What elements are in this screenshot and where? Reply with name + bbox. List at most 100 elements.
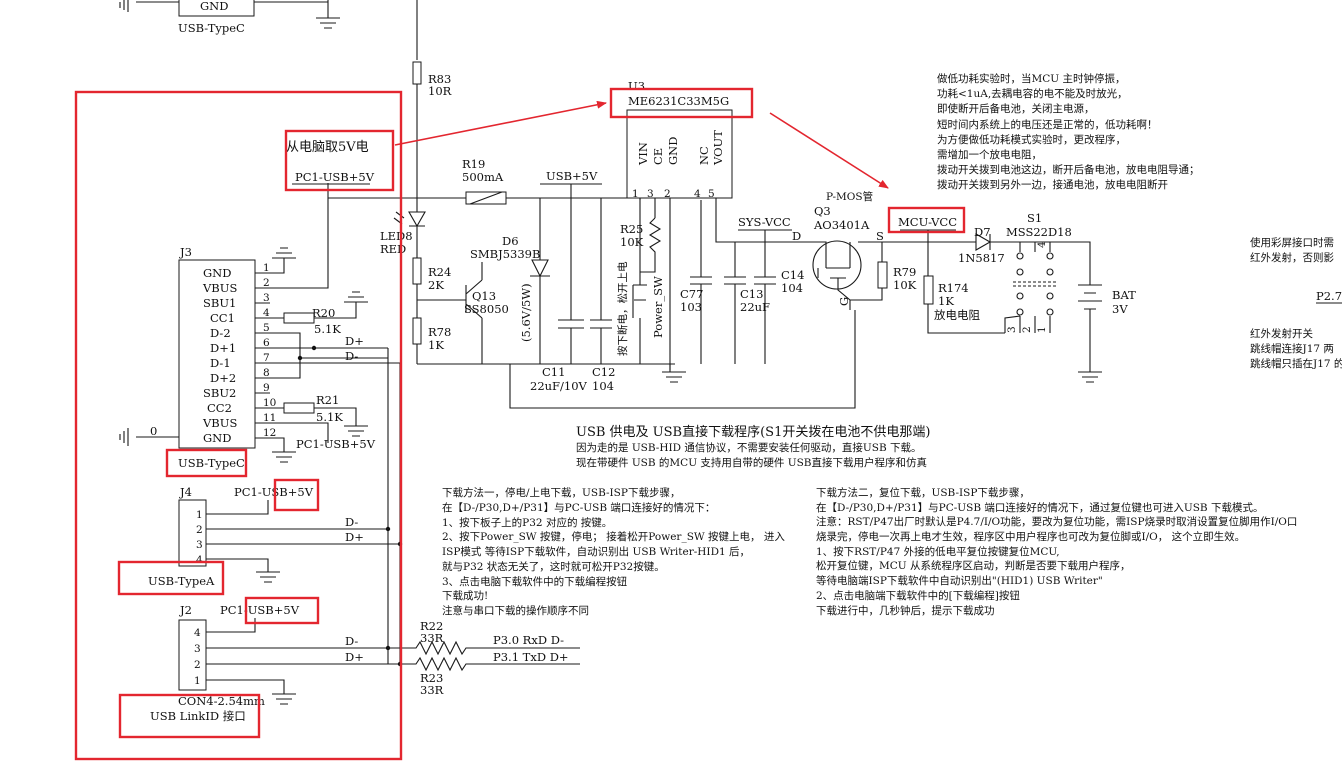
j4-label: J4	[179, 485, 192, 499]
battery: BAT 3V	[1078, 284, 1136, 383]
d7-diode: D7 1N5817	[958, 225, 1020, 265]
method2-line-6: 松开复位键，MCU 从系统程序区启动，判断是否要下载用户程序，	[816, 559, 1130, 572]
j3-pin-name-12: GND	[203, 431, 231, 445]
r19-value: 500mA	[462, 170, 504, 184]
j2-dminus-label: D-	[345, 634, 358, 648]
c12-value: 104	[592, 379, 614, 393]
u3-pin-5: 5	[708, 188, 715, 200]
r174-label: R174	[938, 281, 969, 295]
method1-line-6: 就与P32 状态无关了，这时就可松开P32按键。	[442, 560, 665, 573]
j2-pin-1: 1	[194, 675, 201, 687]
r83-label: R83	[428, 72, 451, 86]
method1-line-3: 1、按下板子上的P32 对应的 按键。	[442, 516, 612, 529]
low-power-note: 做低功耗实验时，当MCU 主时钟停振， 功耗<1uA,去耦电容的电不能及时放光，…	[937, 72, 1200, 191]
c13-capacitor: C13 22uF	[724, 242, 770, 364]
j3-pin-name-10: CC2	[207, 401, 232, 415]
c77-label: C77	[680, 287, 703, 301]
r79-resistor: R79 10K	[877, 261, 917, 292]
j3-pin-num-7: 7	[263, 352, 270, 364]
r23-value: 33R	[420, 683, 444, 697]
pc5v-title: 从电脑取5V电	[286, 140, 369, 155]
j4-pin-3: 3	[196, 539, 203, 551]
s1-part: MSS22D18	[1006, 225, 1072, 239]
j3-pin-name-7: D-1	[210, 356, 231, 370]
method1-line-9: 注意与串口下载的操作顺序不同	[442, 604, 589, 617]
low-power-line-5: 为方便做低功耗模式实验时，更改程序，	[937, 133, 1126, 146]
u3-pin-vout: VOUT	[711, 130, 725, 166]
j3-zero-label: 0	[150, 424, 157, 438]
usb-typec-label: USB-TypeC	[178, 456, 245, 470]
bat-label: BAT	[1112, 288, 1136, 302]
q3-g-label: G	[837, 297, 851, 306]
r79-value: 10K	[893, 278, 917, 292]
method1-line-2: 在【D-/P30,D+/P31】与PC-USB 端口连接好的情况下：	[442, 501, 715, 514]
led8-value: RED	[380, 242, 406, 256]
sys-vcc-label: SYS-VCC	[738, 215, 791, 229]
method1-line-5: ISP模式 等待ISP下载软件，自动识别出 USB Writer-HID1 后，	[442, 545, 750, 558]
r23-label: R23	[420, 671, 443, 685]
r20-value: 5.1K	[314, 322, 341, 336]
low-power-line-4: 短时间内系统上的电压还是正常的，低功耗啊！	[937, 118, 1158, 131]
low-power-line-7: 拨动开关拨到电池这边，断开后备电池，放电电阻导通；	[937, 163, 1200, 176]
low-power-line-3: 即使断开后备电池，关闭主电源，	[937, 102, 1095, 115]
download-method-2: 下载方法二，复位下载，USB-ISP下载步骤， 在【D-/P30,D+/P31】…	[816, 486, 1297, 617]
d7-label: D7	[974, 225, 991, 239]
c77-value: 103	[680, 300, 702, 314]
s1-switch: S1 MSS22D18 3 2 1 4	[1004, 211, 1072, 333]
d6-tvs: D6 SMBJ5339B (5.6V/5W)	[470, 198, 550, 364]
r83-resistor: R83 10R	[412, 61, 452, 198]
arrow-to-u3	[394, 100, 607, 146]
method2-line-5: 1、按下RST/P47 外接的低电平复位按键复位MCU,	[816, 545, 1060, 558]
j3-pin-num-2: 2	[263, 277, 270, 289]
j3-pin-num-4: 4	[263, 307, 270, 319]
usb-download-notes: USB 供电及 USB直接下载程序(S1开关拨在电池不供电那端) 因为走的是 U…	[576, 424, 930, 469]
j4-dplus-label: D+	[345, 530, 364, 544]
con4-label: CON4-2.54mm	[178, 694, 265, 708]
pc5v-net-label: PC1-USB+5V	[295, 170, 375, 184]
c13-label: C13	[740, 287, 763, 301]
r174-value: 1K	[938, 294, 954, 308]
u3-pin-3: 3	[647, 188, 654, 200]
s1-pin-4: 4	[1036, 241, 1048, 248]
c14-capacitor: C14 104	[754, 242, 804, 364]
r25-label: R25	[620, 222, 643, 236]
method2-line-3: 注意：RST/P47出厂时默认是P4.7/I/O功能，要改为复位功能，需ISP烧…	[816, 515, 1297, 528]
c13-value: 22uF	[740, 300, 770, 314]
led8-diode: LED8 RED	[380, 198, 426, 258]
j2-dplus-label: D+	[345, 650, 364, 664]
method2-line-8: 2、点击电脑端下载软件中的[下载编程]按钮	[816, 589, 1020, 602]
bat-value: 3V	[1112, 302, 1128, 316]
r174-resistor: R174 1K 放电电阻	[923, 275, 1005, 334]
u3-ldo: U3 ME6231C33M5G VIN CE GND NC VOUT 1 3 2…	[626, 79, 820, 370]
red-highlights	[74, 87, 966, 761]
j2-pin-4: 4	[194, 627, 201, 639]
usb5v-label: USB+5V	[546, 169, 598, 183]
u3-pin-ce: CE	[651, 148, 665, 165]
p31-label: P3.1 TxD D+	[493, 650, 569, 664]
r20-label: R20	[312, 306, 335, 320]
highlight-usb-typea	[117, 560, 225, 596]
usb-sub-1: 因为走的是 USB-HID 通信协议，不需要安装任何驱动，直接USB 下载。	[576, 441, 922, 454]
top-gnd-label: GND	[200, 0, 228, 13]
j3-pin-name-4: CC1	[210, 311, 235, 325]
d6-part: SMBJ5339B	[470, 247, 540, 261]
d6-voltage: (5.6V/5W)	[519, 283, 533, 342]
power-sw-note: 按下断电，松开上电	[616, 261, 629, 356]
highlight-usb-typec	[165, 448, 248, 478]
j3-pc5v-label: PC1-USB+5V	[296, 437, 376, 451]
r78-label: R78	[428, 325, 451, 339]
method1-line-7: 3、点击电脑下载软件中的下载编程按钮	[442, 575, 628, 588]
j3-pin-num-3: 3	[263, 292, 270, 304]
j4-dminus-label: D-	[345, 515, 358, 529]
j2-pc5v-label: PC1-USB+5V	[220, 603, 300, 617]
j3-pin-num-1: 1	[263, 262, 270, 274]
c11-capacitor: C11 22uF/10V	[530, 198, 588, 393]
highlight-mcu-vcc	[887, 206, 966, 234]
r19-label: R19	[462, 157, 485, 171]
q13-label: Q13	[472, 289, 496, 303]
r21-label: R21	[316, 393, 339, 407]
method2-line-7: 等待电脑端ISP下载软件中自动识别出"(HID1) USB Writer"	[816, 574, 1103, 587]
highlight-j2-5v	[244, 596, 320, 625]
highlight-j4-5v	[273, 478, 320, 512]
